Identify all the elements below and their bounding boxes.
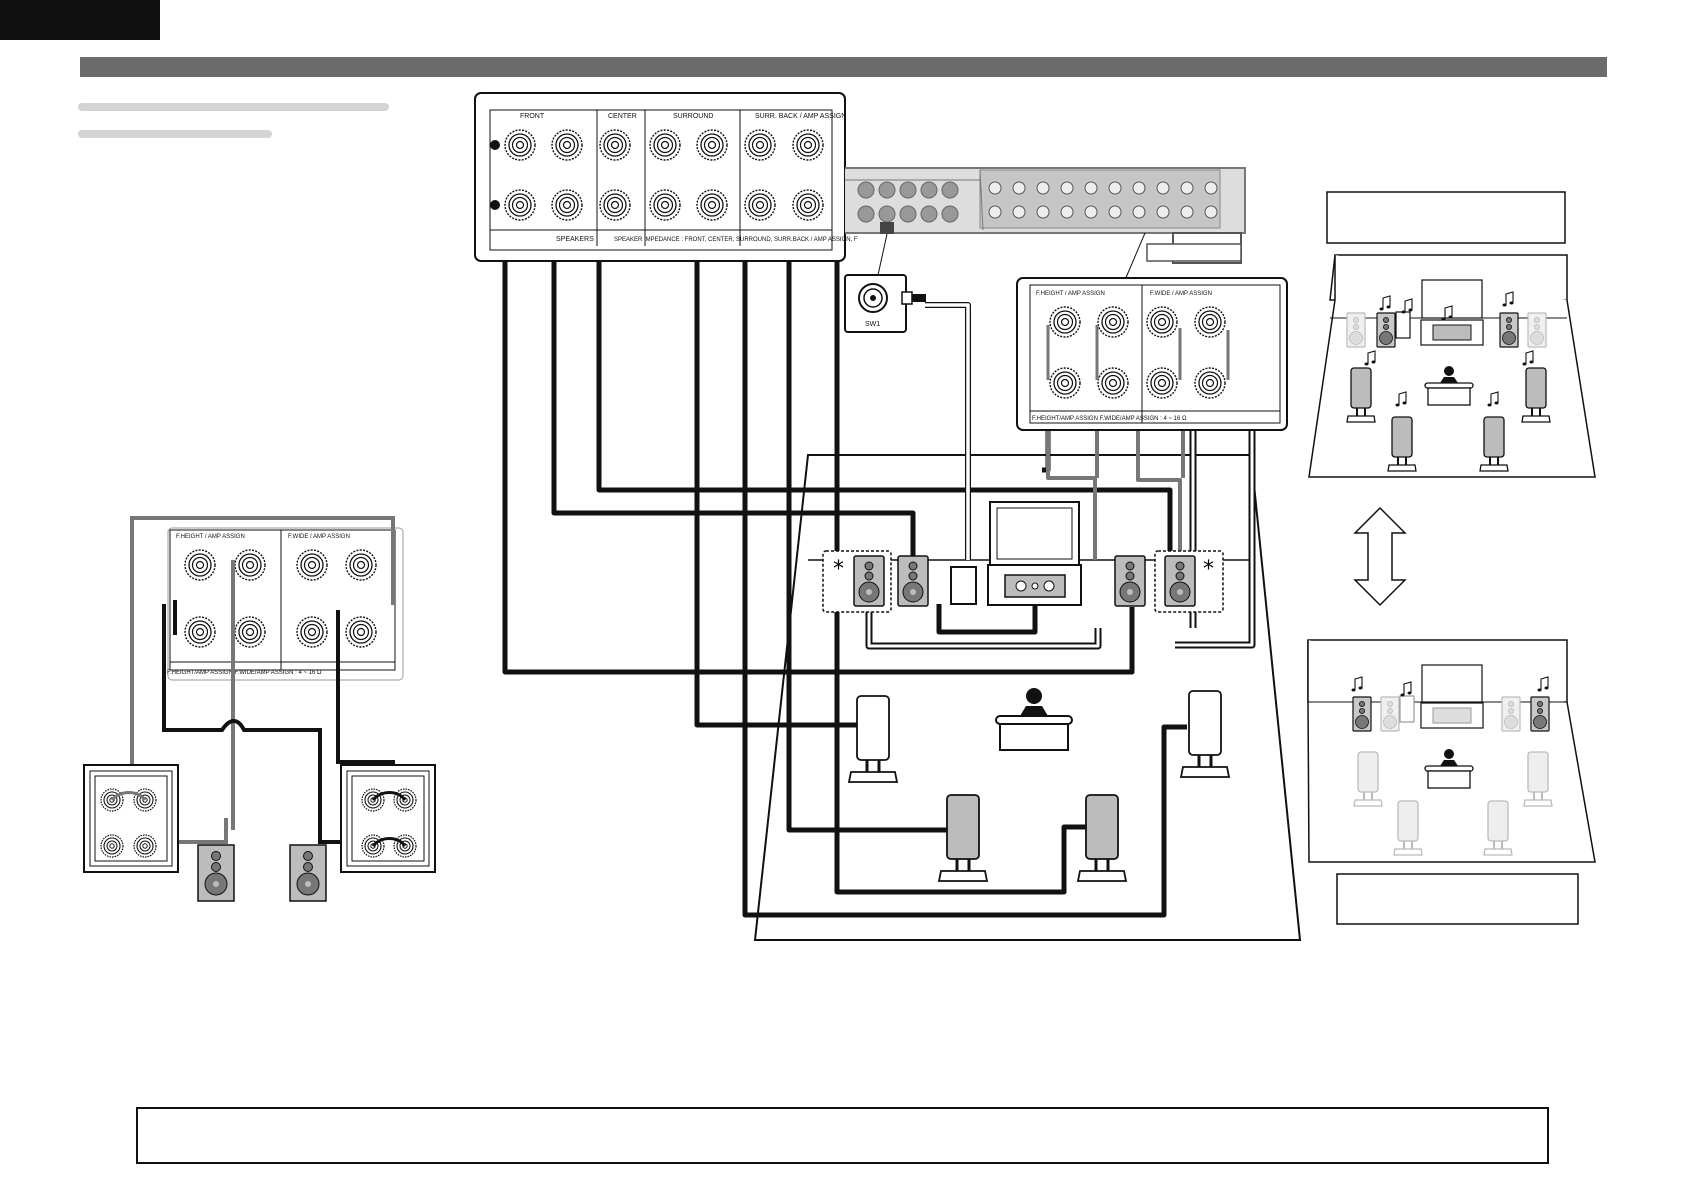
cable-surrback-l-pos xyxy=(834,165,1087,895)
bi-amp-terminal-panel: F.HEIGHT / AMP ASSIGN F.WIDE / AMP ASSIG… xyxy=(167,527,404,681)
plus-marker xyxy=(490,140,500,150)
layout-wide-room xyxy=(1307,639,1596,925)
tv-and-center-speaker xyxy=(987,501,1082,606)
cable-surround-l-pos xyxy=(742,165,1187,918)
subwoofer xyxy=(950,566,977,605)
header-bar xyxy=(80,57,1607,77)
left-impedance-label: F.HEIGHT/AMP ASSIGN F.WIDE/AMP ASSIGN : … xyxy=(167,670,322,676)
left-fheight-label: F.HEIGHT / AMP ASSIGN xyxy=(176,534,245,540)
height-wide-terminal-panel: F.HEIGHT / AMP ASSIGN F.WIDE / AMP ASSIG… xyxy=(1016,277,1288,431)
layout-height-room xyxy=(1308,191,1596,478)
cable-center-return xyxy=(936,604,1038,635)
panel-impedance-label: SPEAKER IMPEDANCE : FRONT, CENTER, SURRO… xyxy=(614,237,858,243)
group-surrback-label: SURR. BACK / AMP ASSIGN xyxy=(755,113,846,120)
subwoofer-out-callout: SW1 xyxy=(844,274,926,333)
minus-marker xyxy=(490,200,500,210)
receiver-rear xyxy=(845,167,1246,281)
cable-front-r-neg xyxy=(502,163,1135,675)
asterisk-right: * xyxy=(1203,557,1214,582)
group-center-label: CENTER xyxy=(608,113,637,120)
front-speakers: * * xyxy=(822,550,1224,613)
caption-box-top xyxy=(1326,191,1566,244)
group-surround-label: SURROUND xyxy=(673,113,713,120)
bi-amp-speaker-terminals xyxy=(83,764,436,873)
rear-panel-speaker-terminals: FRONT CENTER SURROUND SURR. BACK / AMP A… xyxy=(474,92,858,262)
height-wide-impedance-label: F.HEIGHT/AMP ASSIGN F.WIDE/AMP ASSIGN : … xyxy=(1032,416,1187,422)
bi-amp-speakers xyxy=(197,844,327,902)
panel-speakers-label: SPEAKERS xyxy=(556,236,594,243)
cable-front-l-pos xyxy=(551,165,916,560)
sw1-label: SW1 xyxy=(865,321,880,328)
caption-box-bottom xyxy=(1336,873,1579,925)
cable-center-pos xyxy=(596,163,1173,560)
fheight-label: F.HEIGHT / AMP ASSIGN xyxy=(1036,291,1105,297)
fwide-label: F.WIDE / AMP ASSIGN xyxy=(1150,291,1212,297)
bi-amp-cables xyxy=(130,516,395,844)
double-arrow-icon xyxy=(1353,506,1407,607)
footer-note-box xyxy=(136,1107,1549,1164)
cable-surrback-r-pos xyxy=(786,163,947,833)
heading-placeholder-1 xyxy=(78,103,389,111)
cable-surround-r-pos xyxy=(694,163,862,728)
asterisk-left: * xyxy=(833,557,844,582)
heading-placeholder-2 xyxy=(78,130,272,138)
header-tab xyxy=(0,0,160,40)
group-front-label: FRONT xyxy=(520,113,545,120)
left-fwide-label: F.WIDE / AMP ASSIGN xyxy=(288,534,350,540)
